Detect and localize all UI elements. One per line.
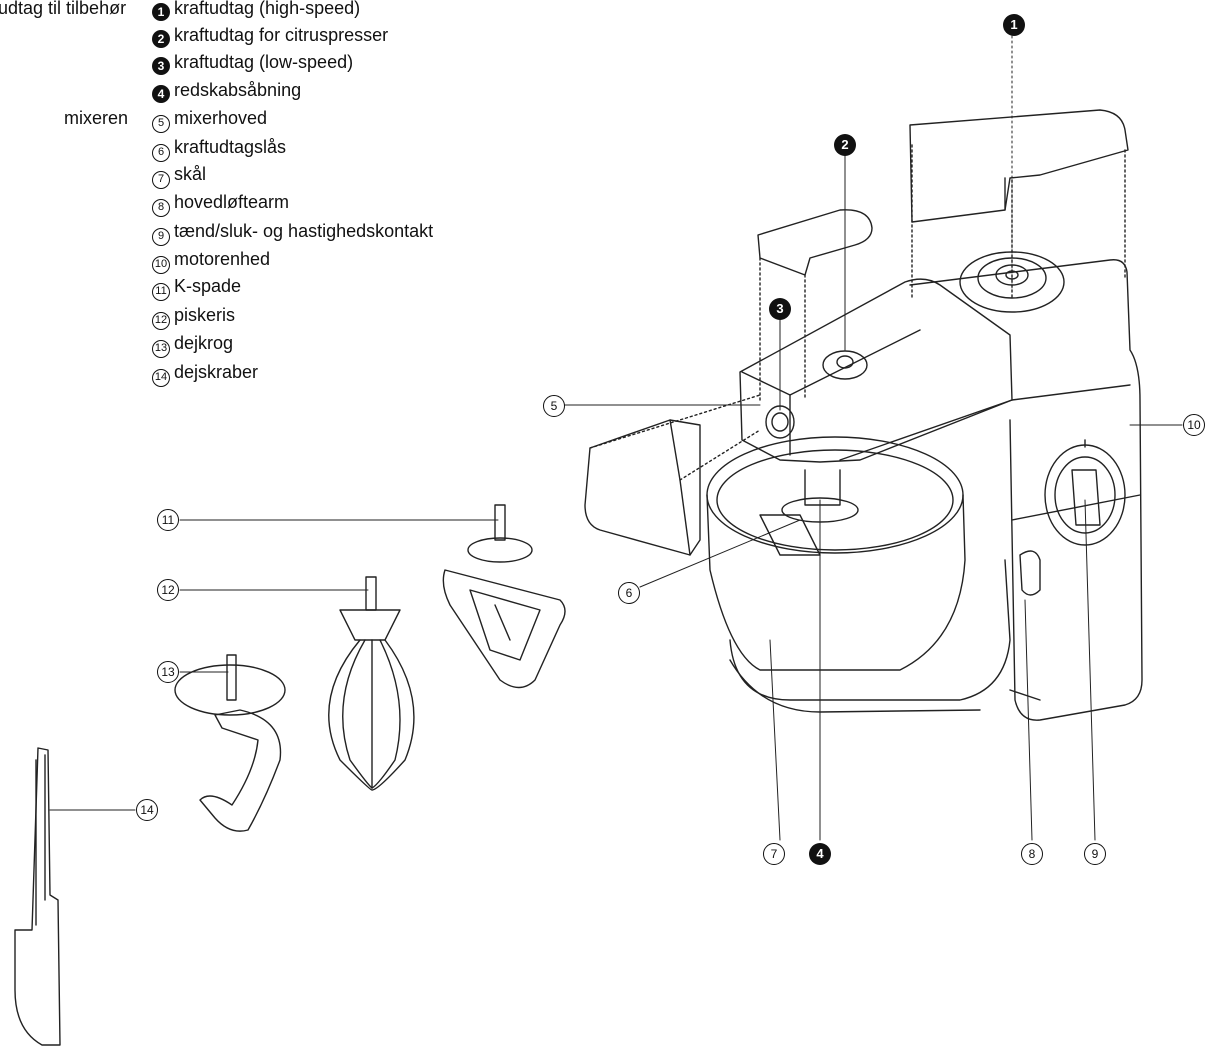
legend-number: 7 [152,171,170,189]
legend-label: dejskraber [174,362,259,382]
k-beater [442,504,566,689]
legend-number: 13 [152,340,170,358]
whisk [328,576,415,791]
legend-number: 11 [152,283,170,301]
legend-label: motorenhed [174,249,271,269]
legend-number: 5 [152,115,170,133]
callout-7: 7 [763,843,785,865]
callout-10: 10 [1183,414,1205,436]
callout-11: 11 [157,509,179,531]
tool-socket [759,469,859,556]
legend-label: piskeris [174,305,236,325]
dough-hook [174,654,286,832]
legend-number: 3 [152,57,170,75]
callout-5: 5 [543,395,565,417]
callout-14: 14 [136,799,158,821]
legend-number: 9 [152,228,170,246]
legend-label: kraftudtag (high-speed) [174,0,361,18]
citrus-outlet-cover [757,209,873,401]
dough-scraper [14,747,61,1046]
legend-label: kraftudtagslås [174,137,287,157]
mixer-head [739,278,1013,463]
callout-6: 6 [618,582,640,604]
legend-label: dejkrog [174,333,234,353]
callout-9: 9 [1084,843,1106,865]
legend-number: 6 [152,144,170,162]
callout-1: 1 [1003,14,1025,36]
speed-control-knob [1044,439,1126,546]
callout-8: 8 [1021,843,1043,865]
callout-2: 2 [834,134,856,156]
callout-13: 13 [157,661,179,683]
legend-number: 1 [152,3,170,21]
callout-3: 3 [769,298,791,320]
head-lift-lever [1019,550,1041,596]
low-speed-outlet-cover [584,394,761,556]
legend-label: kraftudtag for citruspresser [174,25,389,45]
high-speed-outlet-cover [909,109,1129,301]
legend-number: 4 [152,85,170,103]
accessory-group-label: udtag til tilbehør [0,0,127,18]
callout-12: 12 [157,579,179,601]
bowl [706,436,1011,713]
legend-label: mixerhoved [174,108,268,128]
legend-label: K-spade [174,276,242,296]
legend-number: 12 [152,312,170,330]
legend-label: redskabsåbning [174,80,302,100]
legend-number: 14 [152,369,170,387]
legend-number: 2 [152,30,170,48]
callout-4: 4 [809,843,831,865]
leader-lines [49,35,1183,841]
legend-number: 8 [152,199,170,217]
legend-number: 10 [152,256,170,274]
legend-label: skål [174,164,207,184]
mixer-group-label: mixeren [64,108,129,128]
legend-label: kraftudtag (low-speed) [174,52,354,72]
legend-label: tænd/sluk- og hastighedskontakt [174,221,434,241]
legend-label: hovedløftearm [174,192,290,212]
